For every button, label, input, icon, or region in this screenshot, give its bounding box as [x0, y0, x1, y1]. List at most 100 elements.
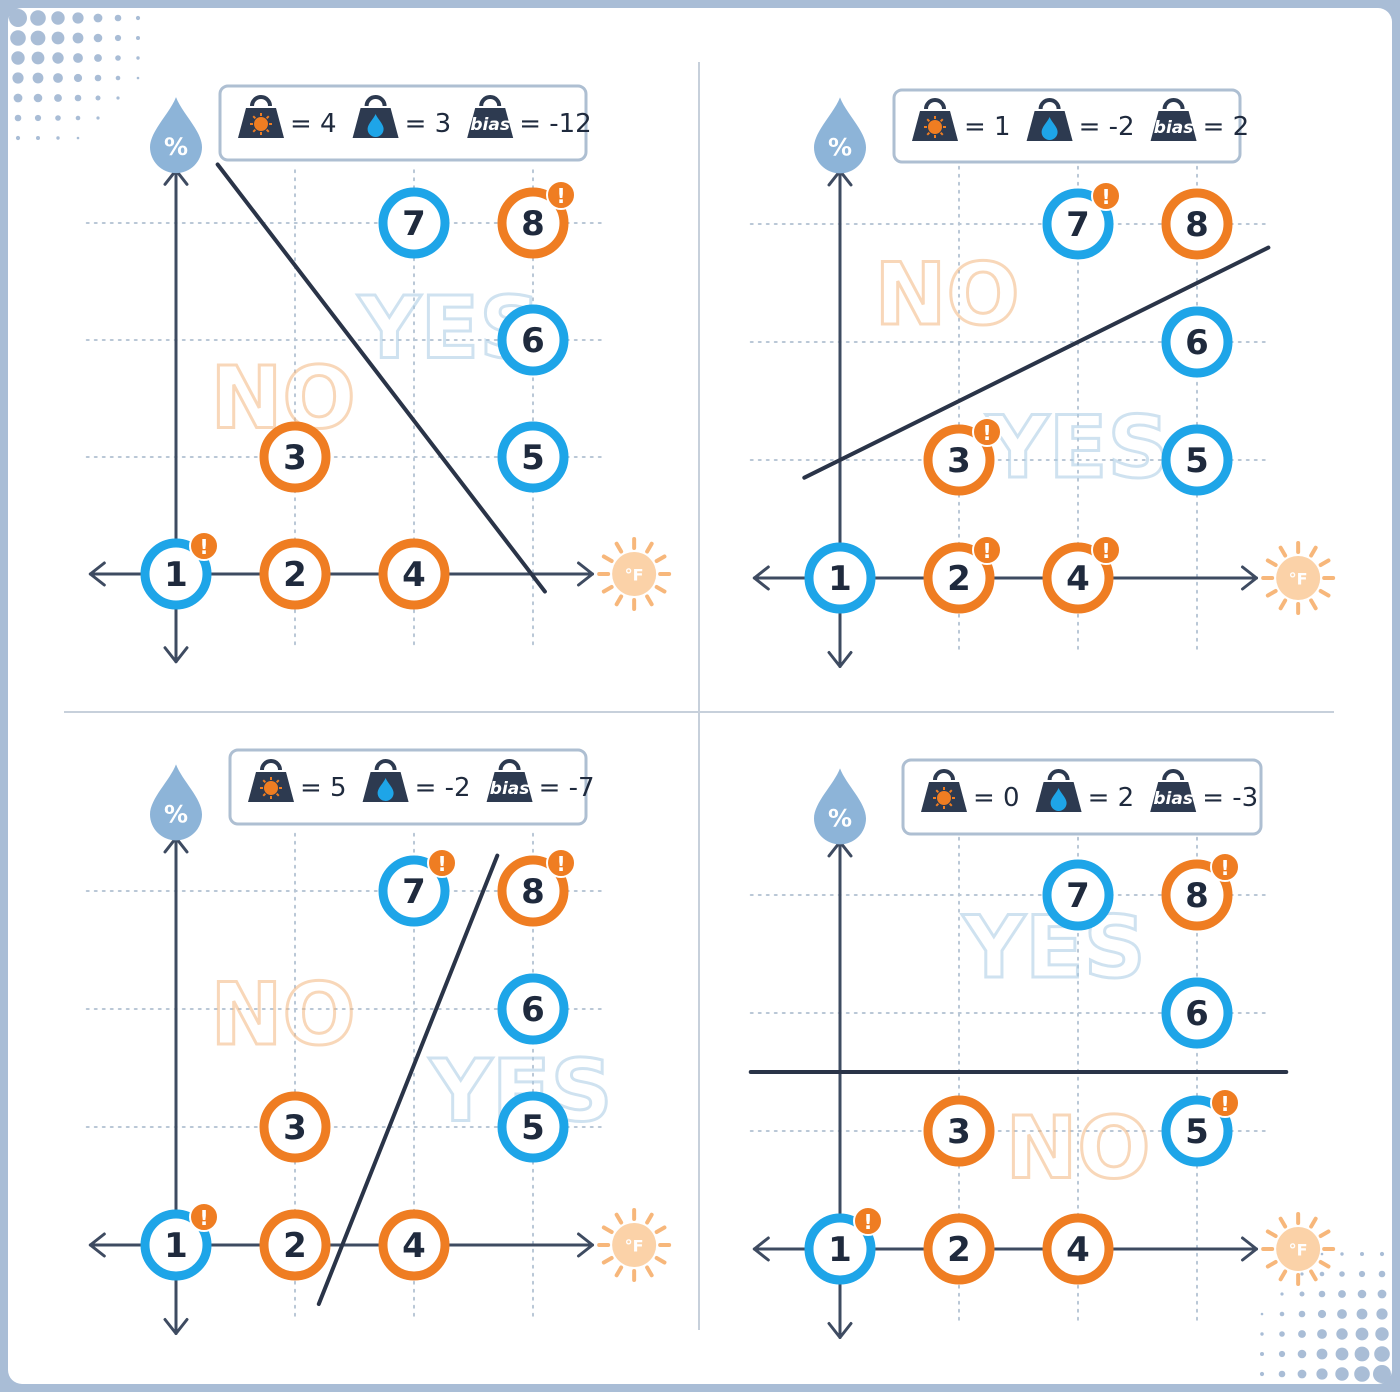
badge-mark: ! [199, 1206, 208, 1230]
point-label: 3 [283, 438, 307, 478]
halftone-dot [73, 73, 83, 83]
halftone-dot [1279, 1331, 1285, 1337]
x-axis-arrow-right [577, 1232, 594, 1258]
weight-icon-temperature [921, 769, 967, 812]
halftone-dot [114, 14, 122, 22]
halftone-dot [1358, 1270, 1366, 1278]
halftone-dot [1278, 1350, 1286, 1358]
halftone-dot [1317, 1329, 1327, 1339]
sun-ray [1278, 598, 1288, 611]
badge-circle [972, 535, 1002, 565]
halftone-dot [15, 135, 21, 141]
humidity-symbol: % [164, 800, 188, 828]
halftone-dot [72, 32, 84, 44]
point-label: 6 [1185, 994, 1209, 1034]
weight-handle [1038, 98, 1061, 110]
point-label: 8 [521, 872, 545, 912]
halftone-dot [1260, 1332, 1264, 1336]
point-ring [1042, 188, 1114, 260]
region-label-no: NO [1005, 1099, 1150, 1199]
decision-boundary [802, 245, 1271, 480]
exclamation-icon: ! [972, 417, 1002, 447]
sun-core [1276, 1227, 1321, 1271]
halftone-dot [93, 13, 103, 23]
humidity-drop-icon: % [150, 764, 202, 841]
region-label-yes: YES [986, 398, 1170, 498]
point-label: 1 [164, 1226, 188, 1266]
badge-circle [546, 180, 576, 210]
halftone-dot [30, 30, 46, 46]
humidity-drop-icon: % [814, 97, 866, 174]
x-axis-arrow-left [88, 1232, 106, 1258]
badge-circle [1091, 535, 1121, 565]
point-label: 2 [283, 1226, 307, 1266]
weight-value-bias: = -3 [1202, 783, 1258, 813]
weight-handle [1162, 98, 1185, 110]
halftone-dot [96, 116, 100, 120]
data-point-3: 3 [259, 421, 331, 493]
point-ring [1161, 1095, 1233, 1167]
point-ring [1161, 859, 1233, 931]
halftone-dot [31, 51, 45, 65]
badge-circle [546, 848, 576, 878]
sun-ray [601, 1256, 614, 1265]
sun-ray [654, 585, 667, 594]
halftone-dot [1335, 1347, 1349, 1361]
halftone-dot [1259, 1371, 1265, 1377]
point-ring [1042, 542, 1114, 614]
point-label: 4 [1066, 1230, 1090, 1270]
weight-body [486, 772, 533, 802]
weight-value-bias: = 2 [1203, 112, 1250, 142]
badge-mark: ! [1101, 539, 1110, 563]
weight-handle [364, 95, 387, 107]
sun-ray [1265, 1229, 1278, 1238]
y-axis-arrow-down [827, 651, 853, 668]
sun-ray [645, 594, 654, 607]
sun-ray [926, 118, 931, 123]
halftone-dot [1319, 1271, 1325, 1277]
weight-icon-temperature [238, 95, 284, 138]
exclamation-icon: ! [1091, 535, 1121, 565]
point-ring [378, 187, 450, 259]
halftone-dot [1316, 1368, 1328, 1380]
point-ring [923, 1095, 995, 1167]
weight-handle [1047, 769, 1070, 781]
badge-mark: ! [556, 184, 565, 208]
data-point-8: 8! [1161, 852, 1240, 931]
weight-icon-temperature [248, 759, 294, 802]
badge-circle [1210, 1088, 1240, 1118]
point-ring [497, 421, 569, 493]
data-point-2: 2 [259, 1209, 331, 1281]
weight-body [1150, 782, 1197, 812]
data-point-6: 6 [1161, 306, 1233, 378]
decision-boundary [316, 853, 500, 1306]
sun-ray [654, 1256, 667, 1265]
data-point-2: 2! [923, 535, 1002, 614]
exclamation-icon: ! [853, 1206, 883, 1236]
halftone-dot [10, 30, 26, 46]
y-axis-arrow-down [827, 1322, 853, 1339]
sun-core [937, 791, 951, 805]
sun-ray [252, 115, 257, 120]
y-axis-arrow-down [163, 1318, 189, 1335]
data-point-5: 5 [497, 421, 569, 493]
halftone-dot [72, 12, 84, 24]
halftone-dot [1360, 1252, 1364, 1256]
drop-shape [367, 114, 384, 137]
weight-value-temperature: = 0 [973, 783, 1020, 813]
sun-ray [1309, 1216, 1318, 1229]
point-ring [804, 1213, 876, 1285]
badge-mark: ! [982, 421, 991, 445]
weight-value-humidity: = 2 [1088, 783, 1135, 813]
badge-circle [1091, 181, 1121, 211]
legend-box [901, 758, 1263, 836]
badge-mark: ! [1220, 856, 1229, 880]
halftone-dot [11, 51, 25, 65]
region-label-no: NO [875, 245, 1020, 345]
point-ring [497, 304, 569, 376]
point-ring [259, 538, 331, 610]
